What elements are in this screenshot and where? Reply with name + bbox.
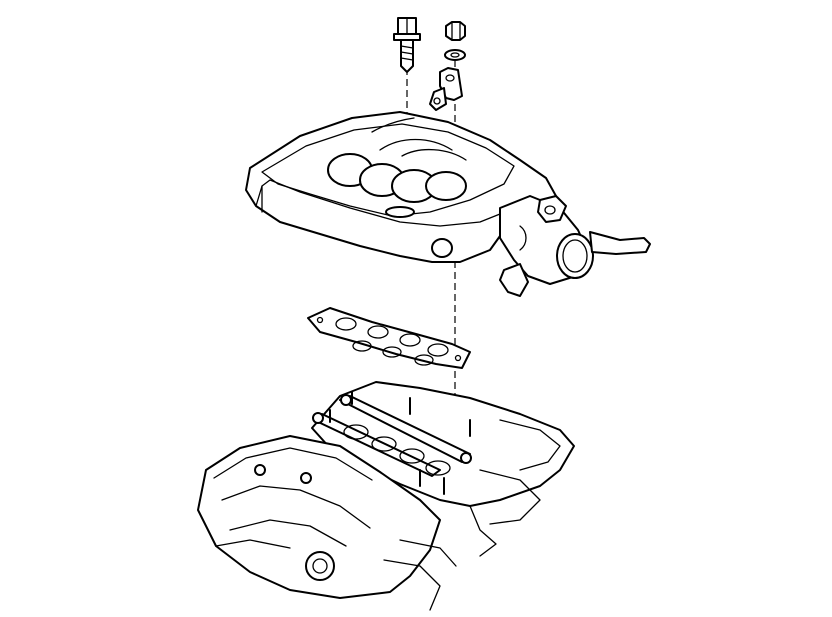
manifold-gasket: [307, 307, 471, 369]
lower-intake-manifold: [311, 381, 575, 557]
throttle-body: [499, 195, 651, 297]
upper-intake-manifold: [245, 111, 557, 263]
flange-bolt: [393, 17, 421, 73]
nut: [445, 21, 466, 41]
washer: [444, 49, 466, 61]
bracket: [429, 67, 463, 111]
engine-cylinder-head: [197, 435, 457, 611]
